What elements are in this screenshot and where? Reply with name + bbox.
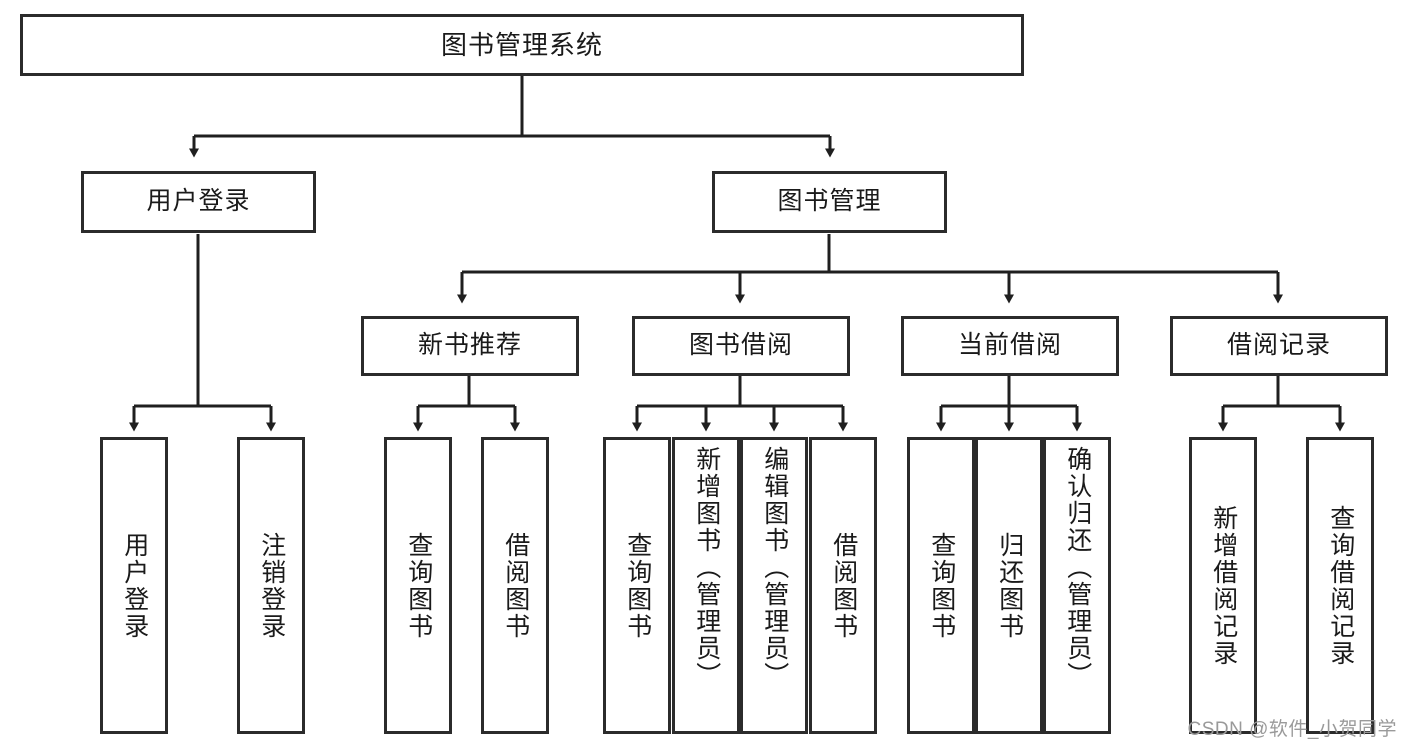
node-leaf-edit-book-admin[interactable]: 编辑图书（管理员） [740, 437, 808, 734]
node-leaf-confirm-return-admin[interactable]: 确认归还（管理员） [1043, 437, 1111, 734]
node-label: 当前借阅 [957, 331, 1062, 360]
node-leaf-query-borrow-record[interactable]: 查询借阅记录 [1306, 437, 1374, 734]
node-leaf-borrow-book-1[interactable]: 借阅图书 [481, 437, 549, 734]
node-label: 借阅图书 [829, 531, 858, 640]
node-leaf-query-book-2[interactable]: 查询图书 [603, 437, 671, 734]
node-book-borrowing[interactable]: 图书借阅 [632, 316, 850, 376]
node-label: 图书管理系统 [440, 29, 603, 60]
node-label: 图书管理 [777, 187, 882, 216]
node-leaf-user-login[interactable]: 用户登录 [100, 437, 168, 734]
node-label: 借阅记录 [1226, 331, 1331, 360]
node-label: 归还图书 [995, 531, 1024, 640]
node-leaf-add-book-admin[interactable]: 新增图书（管理员） [672, 437, 740, 734]
watermark-text: CSDN @软件_小贺同学 [1187, 719, 1397, 740]
node-label: 用户登录 [120, 531, 149, 640]
node-root-book-management-system[interactable]: 图书管理系统 [20, 14, 1024, 76]
node-leaf-add-borrow-record[interactable]: 新增借阅记录 [1189, 437, 1257, 734]
node-user-login[interactable]: 用户登录 [81, 171, 316, 233]
node-label: 新增借阅记录 [1209, 504, 1238, 667]
node-label: 注销登录 [257, 531, 286, 640]
node-label: 借阅图书 [501, 531, 530, 640]
node-label: 查询图书 [404, 531, 433, 640]
node-new-book-recommendation[interactable]: 新书推荐 [361, 316, 579, 376]
node-label: 查询图书 [927, 531, 956, 640]
node-label: 用户登录 [146, 187, 251, 216]
node-label: 查询图书 [623, 531, 652, 640]
node-label: 编辑图书（管理员） [760, 446, 789, 689]
node-label: 查询借阅记录 [1326, 504, 1355, 667]
node-label: 新书推荐 [417, 331, 522, 360]
node-label: 新增图书（管理员） [692, 446, 721, 689]
node-book-management[interactable]: 图书管理 [712, 171, 947, 233]
node-label: 确认归还（管理员） [1063, 446, 1092, 689]
node-current-borrowing[interactable]: 当前借阅 [901, 316, 1119, 376]
node-leaf-return-book[interactable]: 归还图书 [975, 437, 1043, 734]
node-borrowing-record[interactable]: 借阅记录 [1170, 316, 1388, 376]
node-leaf-query-book-1[interactable]: 查询图书 [384, 437, 452, 734]
node-label: 图书借阅 [688, 331, 793, 360]
node-leaf-borrow-book-2[interactable]: 借阅图书 [809, 437, 877, 734]
node-leaf-query-book-3[interactable]: 查询图书 [907, 437, 975, 734]
node-leaf-logout[interactable]: 注销登录 [237, 437, 305, 734]
